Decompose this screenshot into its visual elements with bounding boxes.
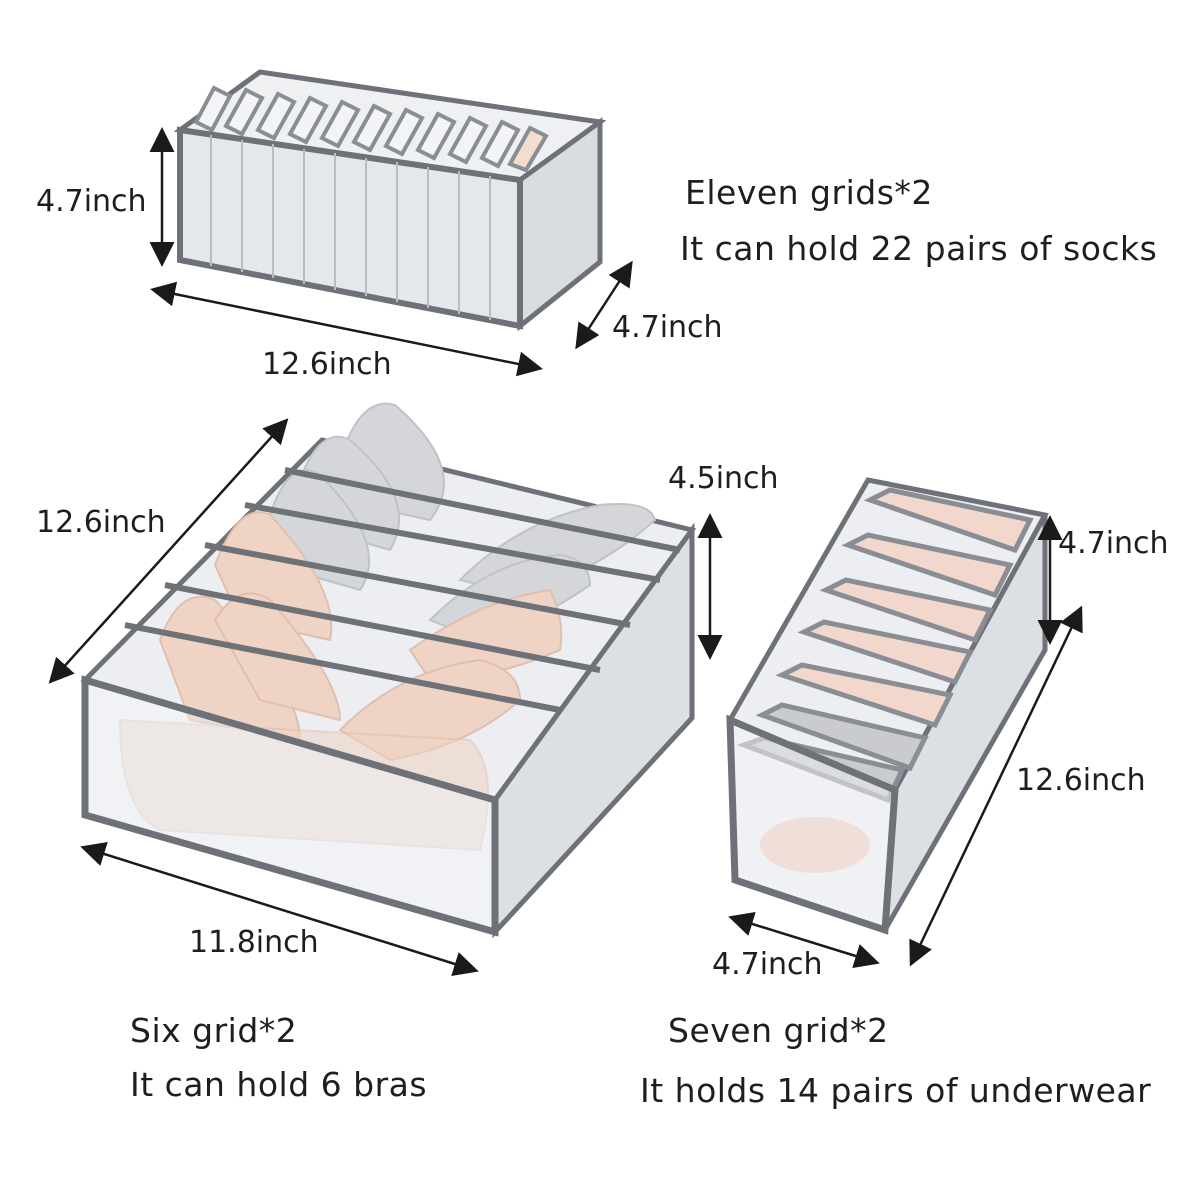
six-grid-height-label: 4.5inch: [668, 461, 779, 496]
six-grid-caption-title: Six grid*2: [130, 1011, 298, 1050]
eleven-grid-height-label: 4.7inch: [36, 184, 147, 219]
six-grid-depth-label: 12.6inch: [36, 505, 166, 540]
dimension-lines: [48, 127, 1083, 976]
eleven-grid-caption-detail: It can hold 22 pairs of socks: [680, 229, 1158, 268]
eleven-grid-length-label: 12.6inch: [262, 347, 392, 382]
seven-grid-height-label: 4.7inch: [1058, 526, 1169, 561]
six-grid-width-label: 11.8inch: [189, 925, 319, 960]
eleven-grid-width-label: 4.7inch: [612, 310, 723, 345]
six-grid-organizer: [80, 402, 697, 939]
seven-grid-caption-detail: It holds 14 pairs of underwear: [640, 1071, 1152, 1110]
seven-grid-length-label: 12.6inch: [1016, 763, 1146, 798]
seven-grid-caption-title: Seven grid*2: [668, 1011, 889, 1050]
eleven-grid-caption-title: Eleven grids*2: [685, 173, 933, 212]
six-grid-caption-detail: It can hold 6 bras: [130, 1065, 428, 1104]
seven-grid-width-label: 4.7inch: [712, 947, 823, 982]
seven-grid-organizer: [726, 477, 1049, 935]
eleven-grid-organizer: [173, 69, 607, 332]
